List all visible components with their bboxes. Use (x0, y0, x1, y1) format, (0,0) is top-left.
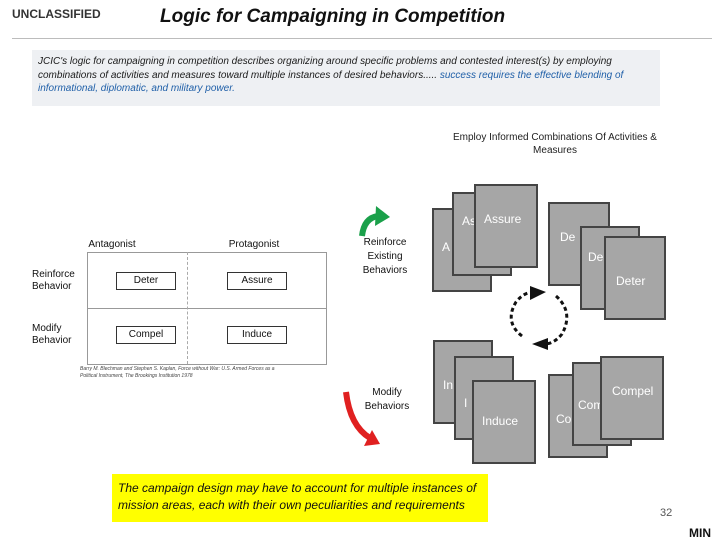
modify-arrow-shaft (343, 391, 372, 441)
matrix-border-right (326, 252, 327, 364)
cycle-arrows-icon (509, 286, 569, 350)
reinforce-behaviors-label: Reinforce Existing Behaviors (362, 237, 408, 276)
column-header-protagonist: Protagonist (228, 239, 280, 250)
reinforce-arrow-head (375, 206, 390, 226)
column-header-antagonist: Antagonist (88, 239, 136, 250)
slide-title: Logic for Campaigning in Competition (160, 6, 506, 27)
classification-banner: UNCLASSIFIED (12, 7, 101, 21)
compel-card-front: Compel (600, 356, 664, 440)
row-label-modify: Modify Behavior (32, 323, 72, 346)
deter-card-front: Deter (604, 236, 666, 320)
matrix-border-left (87, 252, 88, 364)
matrix-border-top (87, 252, 327, 253)
quote-box: JCIC's logic for campaigning in competit… (32, 50, 660, 106)
cell-assure: Assure (227, 272, 287, 290)
cell-deter: Deter (116, 272, 176, 290)
behavior-matrix: Antagonist Protagonist Reinforce Behavio… (32, 228, 330, 386)
induce-card-front: Induce (472, 380, 536, 464)
quote-highlight: success requires the effective blending … (38, 69, 624, 95)
title-divider (12, 38, 712, 39)
matrix-citation: Barry M. Blechman and Stephen S. Kaplan,… (80, 366, 275, 379)
cell-compel: Compel (116, 326, 176, 344)
page-number: 32 (660, 507, 673, 519)
campaign-design-note: The campaign design may have to account … (112, 474, 488, 522)
modify-arrow-head (364, 430, 380, 446)
cell-induce: Induce (227, 326, 287, 344)
behavior-arrows (343, 206, 390, 446)
assure-card-front: Assure (474, 184, 538, 268)
row-label-reinforce: Reinforce Behavior (32, 269, 75, 292)
employ-combinations-label: Employ Informed Combinations Of Activiti… (453, 132, 657, 156)
footer-label: MIN (689, 526, 711, 540)
matrix-divider-vertical (187, 252, 188, 364)
modify-behaviors-label: Modify Behaviors (364, 387, 410, 412)
quote-text: JCIC's logic for campaigning in competit… (38, 56, 612, 81)
matrix-divider-horizontal (87, 308, 327, 309)
matrix-border-bottom (87, 364, 327, 365)
